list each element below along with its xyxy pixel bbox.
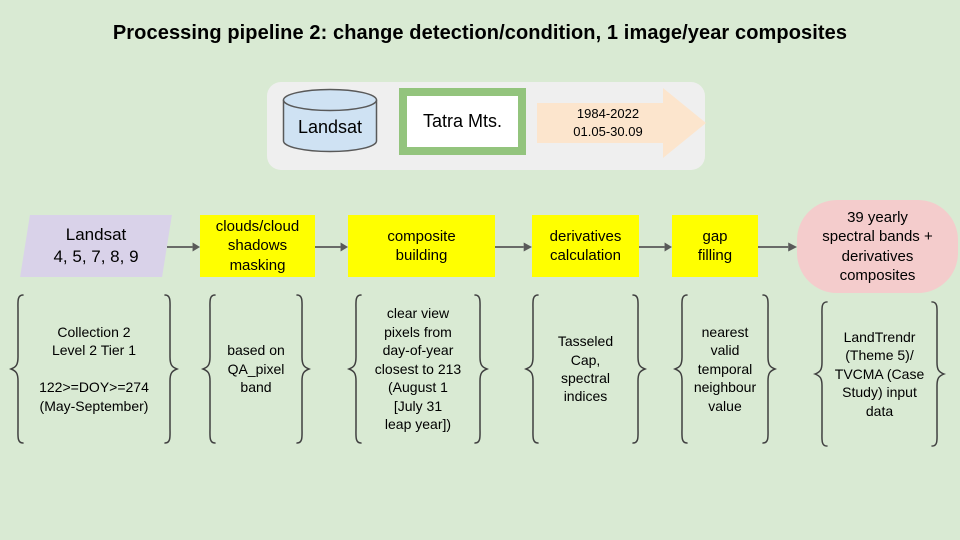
- database-cylinder-icon: [282, 88, 378, 153]
- note-text: clear view pixels from day-of-year close…: [374, 305, 462, 433]
- note-text: based on QA_pixel band: [227, 342, 285, 396]
- left-brace-icon: [812, 301, 828, 447]
- step-derivatives-calculation: derivatives calculation: [532, 215, 639, 277]
- right-brace-icon: [762, 294, 778, 444]
- period-arrow-icon: [537, 88, 706, 158]
- left-brace-icon: [346, 294, 362, 444]
- study-area-label: Tatra Mts.: [422, 111, 502, 131]
- note-text: Tasseled Cap, spectral indices: [557, 333, 614, 405]
- database-label: Landsat: [297, 117, 363, 137]
- left-brace-icon: [523, 294, 539, 444]
- note-composite-building: clear view pixels from day-of-year close…: [346, 293, 490, 445]
- input-label: Landsat 4, 5, 7, 8, 9: [53, 224, 139, 266]
- flow-arrow-icon: [167, 241, 200, 253]
- note-gap-filling: nearest valid temporal neighbour value: [672, 293, 778, 445]
- step-clouds-masking: clouds/cloud shadows masking: [200, 215, 315, 277]
- right-brace-icon: [632, 294, 648, 444]
- left-brace-icon: [672, 294, 688, 444]
- slide-title: Processing pipeline 2: change detection/…: [112, 22, 848, 44]
- study-area-box: Tatra Mts.: [399, 88, 526, 155]
- flow-arrow-icon: [495, 241, 532, 253]
- note-output: LandTrendr (Theme 5)/ TVCMA (Case Study)…: [812, 300, 947, 448]
- right-brace-icon: [164, 294, 180, 444]
- left-brace-icon: [200, 294, 216, 444]
- right-brace-icon: [931, 301, 947, 447]
- flow-arrow-icon: [758, 241, 797, 253]
- note-text: LandTrendr (Theme 5)/ TVCMA (Case Study)…: [834, 328, 925, 419]
- right-brace-icon: [296, 294, 312, 444]
- flow-arrow-icon: [639, 241, 672, 253]
- period-label: 1984-2022 01.05-30.09: [573, 106, 643, 139]
- step-composite-building: composite building: [348, 215, 495, 277]
- note-text: nearest valid temporal neighbour value: [693, 323, 757, 414]
- right-brace-icon: [474, 294, 490, 444]
- note-input: Collection 2 Level 2 Tier 1 122>=DOY>=27…: [8, 293, 180, 445]
- note-text: Collection 2 Level 2 Tier 1 122>=DOY>=27…: [39, 323, 149, 414]
- left-brace-icon: [8, 294, 24, 444]
- flow-arrow-icon: [315, 241, 348, 253]
- step-gap-filling: gap filling: [672, 215, 758, 277]
- output-box: 39 yearly spectral bands + derivatives c…: [797, 200, 958, 293]
- note-derivatives: Tasseled Cap, spectral indices: [523, 293, 648, 445]
- note-clouds-masking: based on QA_pixel band: [200, 293, 312, 445]
